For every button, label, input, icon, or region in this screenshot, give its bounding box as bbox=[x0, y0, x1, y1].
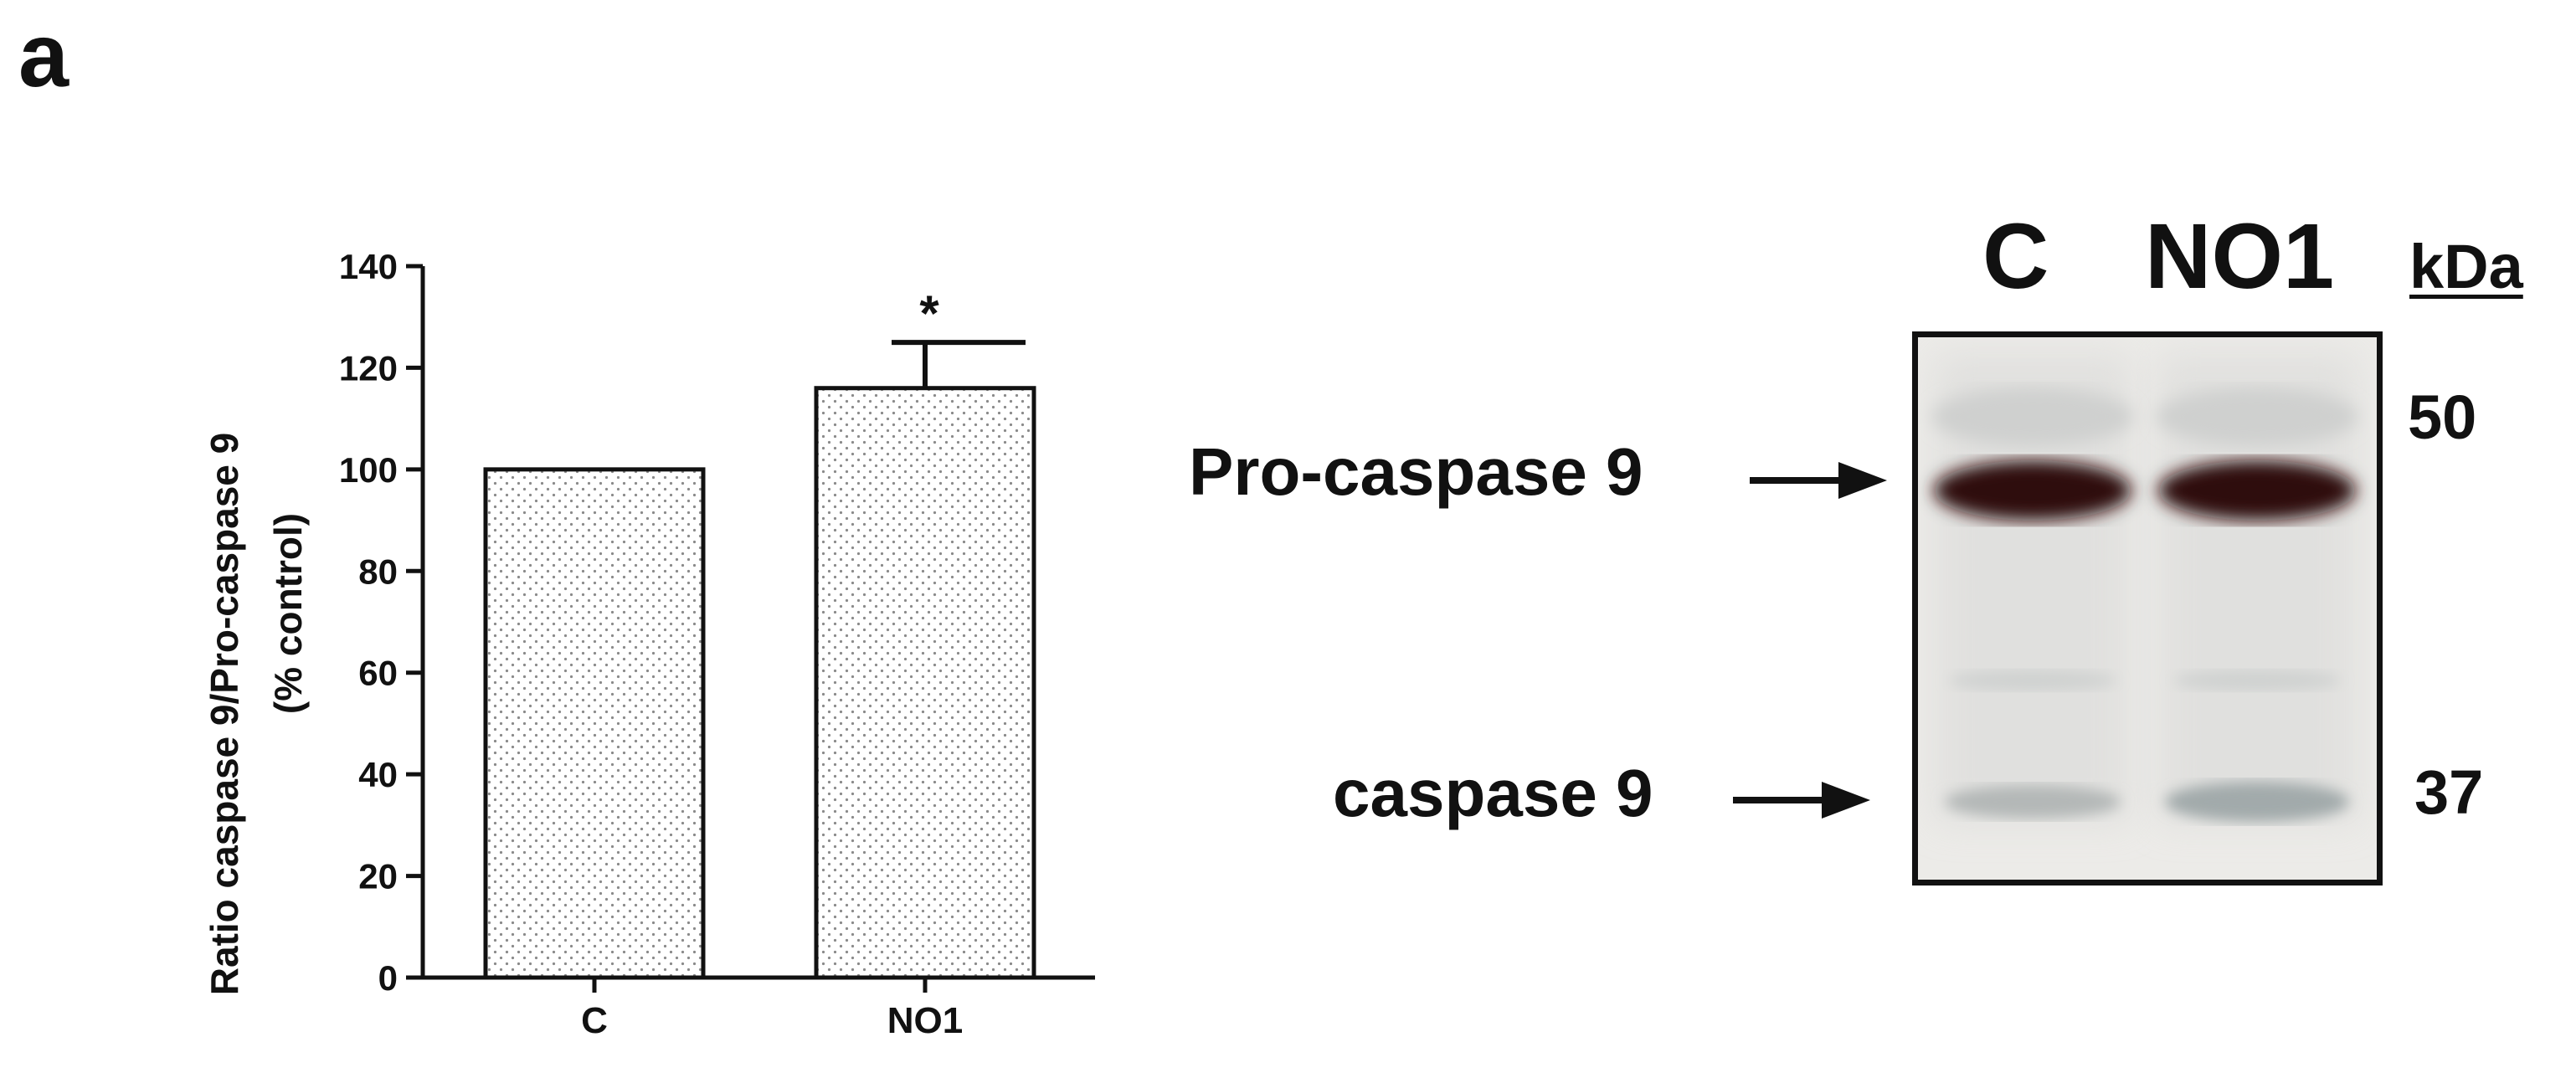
label-caspase-9: caspase 9 bbox=[1333, 756, 1653, 830]
upper-haze-no1 bbox=[2157, 388, 2357, 446]
faint-band-mid-no1 bbox=[2173, 670, 2341, 690]
label-pro-caspase-9: Pro-caspase 9 bbox=[1189, 434, 1643, 509]
bars: * bbox=[483, 285, 1036, 980]
y-axis-label-unit: (% control) bbox=[266, 513, 310, 714]
band-pro-caspase-9-c bbox=[1934, 460, 2131, 521]
x-axis-ticks: C NO1 bbox=[581, 978, 963, 1041]
y-tick-label: 80 bbox=[358, 552, 398, 591]
arrow-caspase-9 bbox=[1733, 797, 1825, 803]
panel-label: a bbox=[18, 4, 69, 105]
y-tick-label: 120 bbox=[339, 348, 398, 388]
marker-37: 37 bbox=[2414, 757, 2484, 827]
bar-no1 bbox=[814, 386, 1036, 980]
y-tick-label: 140 bbox=[339, 247, 398, 286]
y-tick-label: 40 bbox=[358, 755, 398, 794]
x-tick-label: NO1 bbox=[887, 1000, 963, 1041]
faint-band-mid-c bbox=[1949, 670, 2116, 690]
y-tick-label: 0 bbox=[378, 958, 398, 998]
significance-marker: * bbox=[919, 285, 939, 341]
y-tick-label: 20 bbox=[358, 857, 398, 896]
y-axis-ticks: 0 20 40 60 80 100 120 140 bbox=[339, 247, 423, 998]
arrowhead-pro-caspase-9 bbox=[1838, 462, 1887, 499]
lane-label-c: C bbox=[1982, 205, 2049, 308]
arrow-pro-caspase-9 bbox=[1750, 477, 1842, 484]
band-pro-caspase-9-no1 bbox=[2158, 460, 2356, 521]
western-blot-image bbox=[1912, 331, 2383, 886]
y-axis-label: Ratio caspase 9/Pro-caspase 9 bbox=[203, 433, 246, 995]
bar-chart: 0 20 40 60 80 100 120 140 * C NO1 Ratio caspase … bbox=[203, 247, 1095, 1041]
band-caspase-9-no1 bbox=[2165, 782, 2349, 822]
bar-c bbox=[483, 467, 706, 980]
y-tick-label: 60 bbox=[358, 654, 398, 693]
blot-bands bbox=[1918, 337, 2377, 880]
kda-unit-label: kDa bbox=[2409, 232, 2523, 301]
band-caspase-9-c bbox=[1945, 785, 2121, 819]
lane-label-no1: NO1 bbox=[2145, 205, 2335, 308]
upper-haze-c bbox=[1932, 388, 2133, 446]
y-tick-label: 100 bbox=[339, 450, 398, 490]
marker-50: 50 bbox=[2408, 382, 2477, 452]
x-tick-label: C bbox=[581, 1000, 608, 1041]
arrowhead-caspase-9 bbox=[1822, 782, 1870, 819]
